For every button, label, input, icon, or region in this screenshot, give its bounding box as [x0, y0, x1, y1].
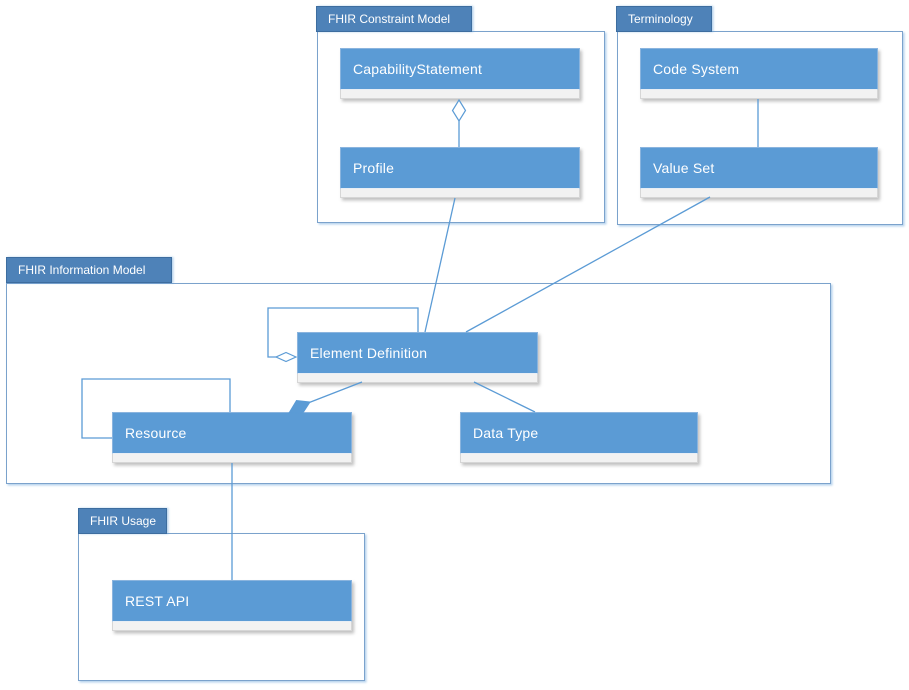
class-attributes-compartment	[112, 454, 352, 463]
class-header: REST API	[112, 580, 352, 622]
package-tab-fhir-constraint-model: FHIR Constraint Model	[316, 6, 472, 32]
class-header: Data Type	[460, 412, 698, 454]
class-name: REST API	[125, 593, 190, 609]
package-tab-terminology: Terminology	[616, 6, 712, 32]
class-attributes-compartment	[340, 90, 580, 99]
class-header: CapabilityStatement	[340, 48, 580, 90]
class-data-type: Data Type	[460, 412, 698, 463]
class-attributes-compartment	[640, 90, 878, 99]
package-tab-fhir-information-model: FHIR Information Model	[6, 257, 172, 283]
class-header: Profile	[340, 147, 580, 189]
class-capabilitystatement: CapabilityStatement	[340, 48, 580, 99]
class-profile: Profile	[340, 147, 580, 198]
class-attributes-compartment	[640, 189, 878, 198]
class-rest-api: REST API	[112, 580, 352, 631]
class-header: Value Set	[640, 147, 878, 189]
class-name: CapabilityStatement	[353, 61, 483, 77]
class-name: Data Type	[473, 425, 539, 441]
package-label: FHIR Information Model	[18, 263, 146, 277]
class-attributes-compartment	[460, 454, 698, 463]
class-name: Value Set	[653, 160, 715, 176]
class-header: Resource	[112, 412, 352, 454]
package-label: FHIR Usage	[90, 514, 157, 528]
package-tab-fhir-usage: FHIR Usage	[78, 508, 167, 534]
class-resource: Resource	[112, 412, 352, 463]
package-label: Terminology	[628, 12, 693, 26]
class-code-system: Code System	[640, 48, 878, 99]
class-header: Code System	[640, 48, 878, 90]
class-element-definition: Element Definition	[297, 332, 538, 383]
package-label: FHIR Constraint Model	[328, 12, 451, 26]
class-name: Profile	[353, 160, 395, 176]
class-attributes-compartment	[297, 374, 538, 383]
class-attributes-compartment	[340, 189, 580, 198]
class-name: Element Definition	[310, 345, 428, 361]
class-name: Resource	[125, 425, 187, 441]
class-value-set: Value Set	[640, 147, 878, 198]
class-name: Code System	[653, 61, 740, 77]
class-header: Element Definition	[297, 332, 538, 374]
class-attributes-compartment	[112, 622, 352, 631]
